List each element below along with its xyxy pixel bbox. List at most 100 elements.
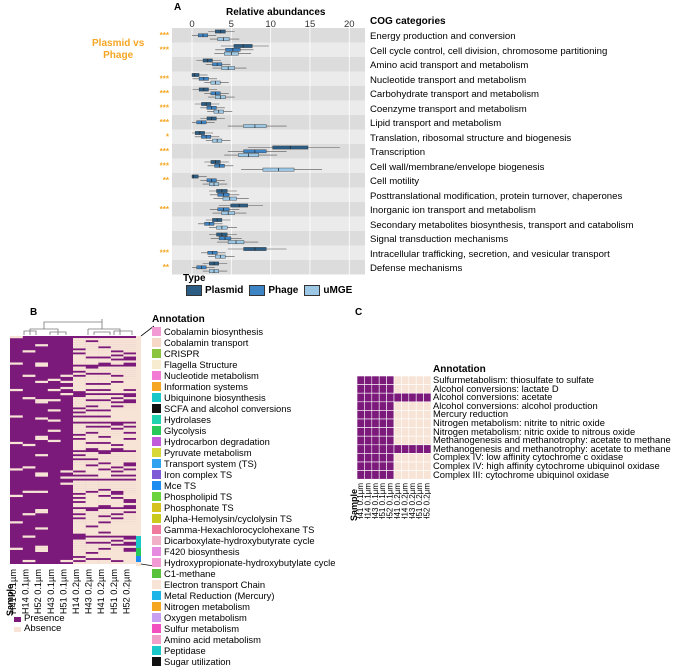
annotation-swatch (152, 657, 161, 666)
absence-cell (35, 344, 48, 347)
absence-cell (85, 549, 99, 552)
annotation-item: Flagella Structure (152, 359, 335, 370)
absence-cell (10, 547, 23, 550)
absence-cell (73, 386, 86, 390)
absence-cell (110, 504, 124, 508)
heatmap-cell (364, 453, 373, 463)
heatmap-cell (393, 427, 402, 437)
annotation-label: CRISPR (164, 348, 200, 359)
absence-cell (110, 376, 124, 379)
absence-cell (73, 358, 86, 361)
absence-cell (98, 437, 111, 441)
heatmap-cell (357, 392, 365, 403)
annotation-label: Hydroxypropionate-hydroxybutylate cycle (164, 557, 336, 568)
sample-label: H52 0.1µm (386, 483, 395, 519)
heatmap-cell (386, 376, 395, 385)
absence-cell (98, 539, 111, 542)
heatmap-cell (364, 444, 373, 454)
absence-cell (110, 557, 124, 561)
absence-cell (98, 447, 111, 451)
absence-cell (123, 397, 137, 400)
absence-cell (123, 423, 137, 426)
box-mark (208, 189, 237, 193)
absence-cell (98, 358, 111, 361)
absence-cell (73, 551, 86, 555)
box-mark (208, 29, 235, 34)
absence-cell (110, 454, 124, 457)
c-heatmap (357, 376, 432, 480)
heatmap-cell (393, 384, 402, 394)
annotation-swatch (152, 327, 161, 336)
annotation-item: Gamma-Hexachlorocyclohexane TS (152, 524, 335, 535)
absence-cell (73, 557, 86, 561)
heatmap-cell (364, 384, 373, 394)
absence-cell (85, 338, 99, 341)
absence-cell (85, 374, 99, 377)
annotation-item: Iron complex TS (152, 469, 335, 480)
annotation-label: Hydrolases (164, 414, 211, 425)
absence-cell (73, 425, 86, 428)
absence-cell (110, 338, 124, 341)
box-mark (205, 62, 231, 67)
absence-cell (35, 435, 48, 438)
annotation-label: Phosphonate TS (164, 502, 234, 513)
heatmap-cell (401, 376, 410, 385)
absence-cell (85, 403, 99, 406)
annotation-item: Peptidase (152, 645, 335, 656)
absence-cell (85, 435, 99, 438)
annotation-label: Iron complex TS (164, 469, 233, 480)
absence-cell (123, 521, 137, 524)
absence-cell (85, 472, 99, 475)
absence-cell (110, 553, 124, 557)
absence-cell (85, 539, 99, 542)
absence-cell (123, 460, 137, 463)
c-annotation-title: Annotation (433, 364, 486, 375)
heatmap-cell (371, 376, 380, 385)
annotation-label: Nucleotide metabolism (164, 370, 259, 381)
heatmap-cell (401, 470, 410, 480)
absence-cell (110, 456, 124, 459)
annotation-item: Amino acid metabolism (152, 634, 335, 645)
absence-cell (110, 352, 124, 355)
absence-cell (73, 488, 86, 491)
absence-cell (110, 555, 124, 559)
absence-cell (60, 559, 74, 563)
absence-cell (98, 350, 111, 353)
absence-cell (98, 545, 111, 548)
absence-cell (85, 419, 99, 422)
absence-cell (98, 370, 111, 373)
absence-cell (110, 511, 124, 514)
absence-cell (110, 431, 124, 434)
absence-cell (110, 545, 124, 548)
absence-cell (35, 474, 48, 477)
absence-cell (98, 411, 111, 414)
box-mark (209, 37, 240, 41)
heatmap-cell (357, 410, 365, 420)
cog-category-label: Amino acid transport and metabolism (370, 60, 529, 71)
heatmap-cell (386, 401, 395, 411)
absence-cell (110, 480, 124, 483)
absence-cell (73, 405, 86, 408)
heatmap-cell (378, 401, 387, 411)
annotation-item: Phospholipid TS (152, 491, 335, 502)
cog-category-label: Transcription (370, 147, 426, 158)
heatmap-cell (423, 470, 432, 480)
absence-cell (73, 441, 86, 445)
box-mark (194, 102, 220, 106)
absence-cell (98, 354, 111, 357)
absence-cell (85, 370, 99, 373)
absence-cell (98, 340, 111, 343)
heatmap-cell (415, 392, 424, 403)
absence-cell (98, 492, 111, 495)
annotation-item: Hydrocarbon degradation (152, 436, 335, 447)
absence-cell (98, 368, 111, 371)
absence-cell (35, 547, 48, 550)
absence-cell (98, 397, 111, 400)
absence-cell (110, 384, 124, 388)
c-row-label: Methanogenesis and methanotrophy: acetat… (433, 442, 671, 454)
heatmap-cell (386, 453, 395, 463)
box-mark (247, 145, 340, 150)
cog-category-label: Secondary metabolites biosynthesis, tran… (370, 219, 634, 231)
